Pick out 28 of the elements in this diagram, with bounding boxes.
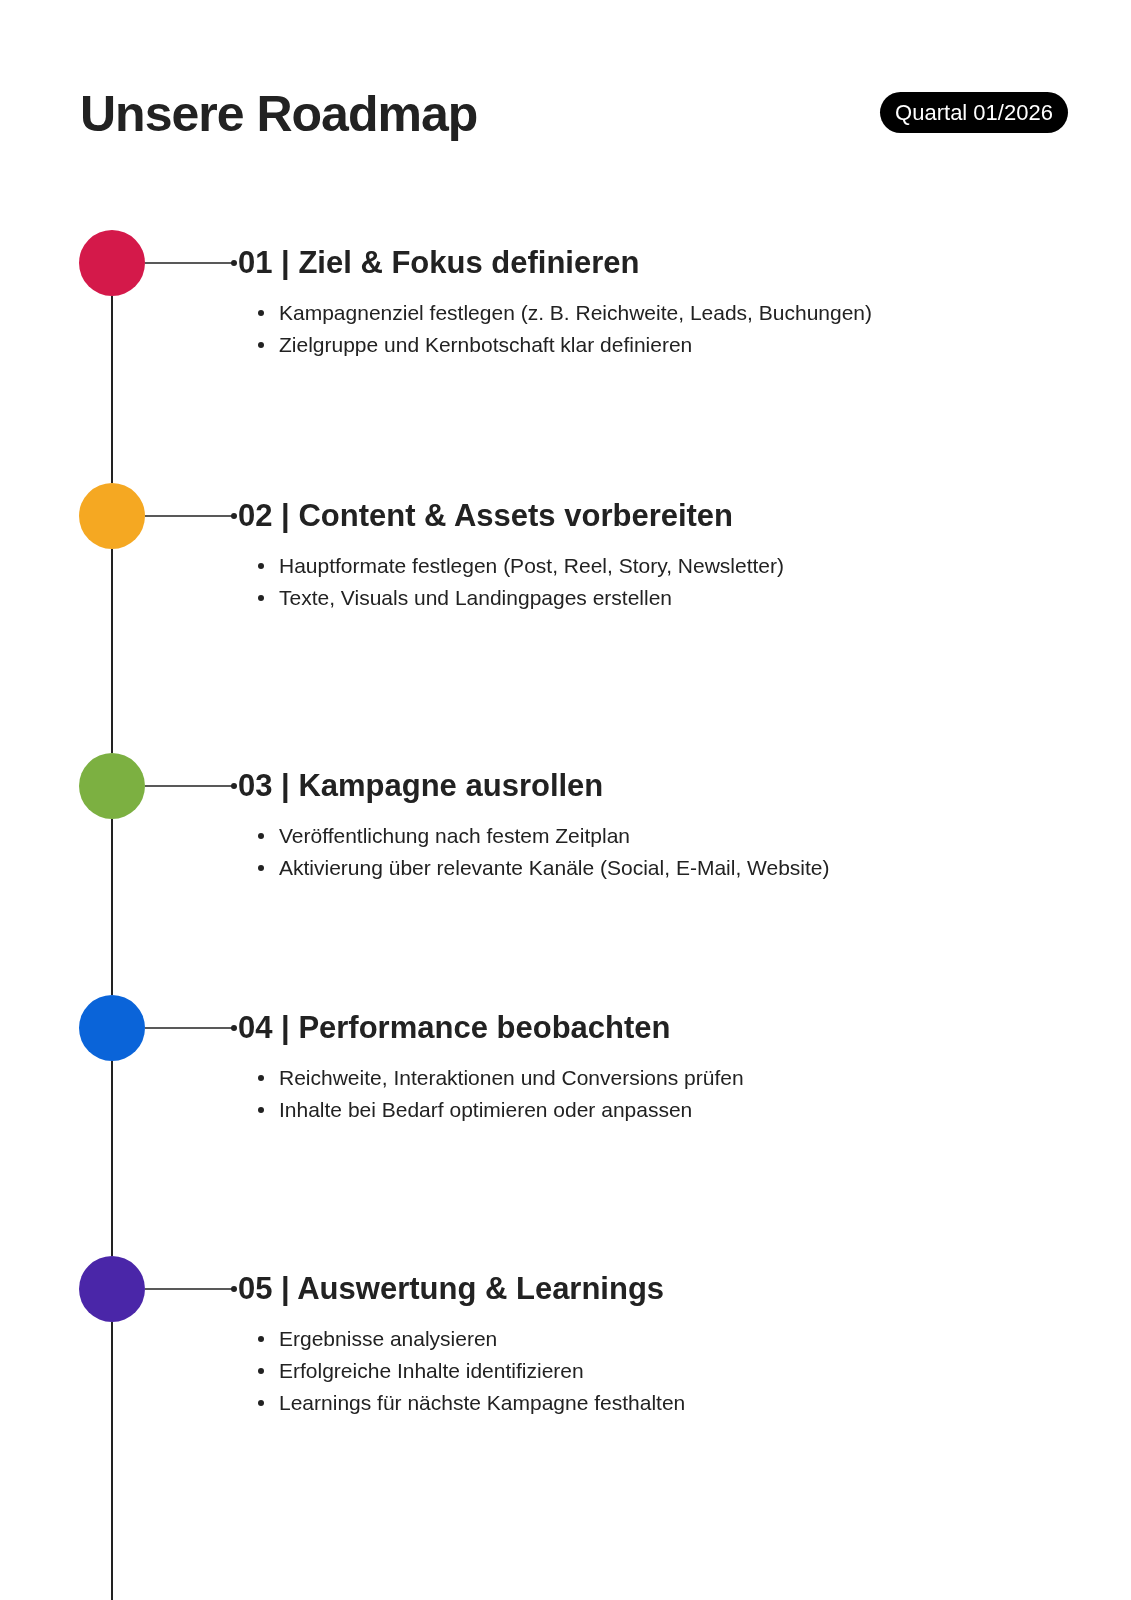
leader-line <box>144 1286 237 1292</box>
list-item: Veröffentlichung nach festem Zeitplan <box>256 820 630 852</box>
list-item: Texte, Visuals und Landingpages erstellen <box>256 582 673 614</box>
leader-line <box>144 783 237 789</box>
leader-line <box>144 1025 237 1031</box>
leader-line <box>144 513 237 519</box>
list-item: Aktivierung über relevante Kanäle (Social, E-Mail, Website) <box>256 852 830 884</box>
quarter-badge: Quartal 01/2026 <box>880 92 1068 133</box>
page-title: Unsere Roadmap <box>80 85 478 144</box>
step-heading: 05 | Auswertung & Learnings <box>238 1269 665 1309</box>
leader-line <box>144 260 237 266</box>
list-item: Erfolgreiche Inhalte identifizieren <box>256 1355 584 1387</box>
list-item: Inhalte bei Bedarf optimieren oder anpassen <box>256 1094 693 1126</box>
list-item: Reichweite, Interaktionen und Conversions prüfen <box>256 1062 744 1094</box>
timeline-line <box>111 1321 113 1600</box>
timeline-line <box>111 818 113 996</box>
list-item: Kampagnenziel festlegen (z. B. Reichweite, Leads, Buchungen) <box>256 297 873 329</box>
timeline-line <box>111 1060 113 1257</box>
list-item: Ergebnisse analysieren <box>256 1323 498 1355</box>
list-item: Learnings für nächste Kampagne festhalten <box>256 1387 686 1419</box>
step-heading: 03 | Kampagne ausrollen <box>238 766 604 806</box>
list-item: Zielgruppe und Kernbotschaft klar definieren <box>256 329 693 361</box>
timeline-line <box>111 548 113 754</box>
timeline-line <box>111 295 113 484</box>
step-heading: 02 | Content & Assets vorbereiten <box>238 496 734 536</box>
step-heading: 01 | Ziel & Fokus definieren <box>238 243 640 283</box>
step-heading: 04 | Performance beobachten <box>238 1008 671 1048</box>
list-item: Hauptformate festlegen (Post, Reel, Story, Newsletter) <box>256 550 784 582</box>
